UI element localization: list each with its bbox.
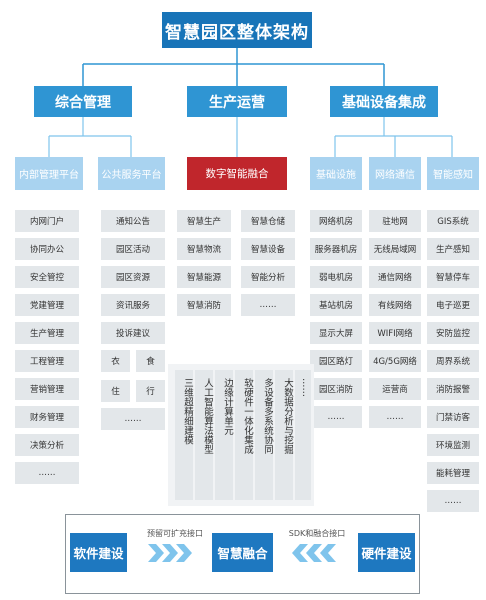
level1-production-operations: 生产运营 bbox=[187, 86, 287, 117]
list-item: 服务器机房 bbox=[310, 238, 362, 260]
list-item: 智能分析 bbox=[241, 266, 295, 288]
list-item: 园区消防 bbox=[310, 378, 362, 400]
list-item: 行 bbox=[136, 380, 165, 402]
list-item: …… bbox=[427, 490, 479, 512]
list-item: 通信网络 bbox=[369, 266, 421, 288]
list-item: 4G/5G网络 bbox=[369, 350, 421, 372]
list-item: 智慧设备 bbox=[241, 238, 295, 260]
list-item: 决策分析 bbox=[15, 434, 79, 456]
level2-public-service-platform: 公共服务平台 bbox=[98, 157, 165, 190]
capability-column: 三维超精细建模 bbox=[175, 370, 193, 500]
list-item: 营销管理 bbox=[15, 378, 79, 400]
list-item: …… bbox=[241, 294, 295, 316]
list-item: 园区路灯 bbox=[310, 350, 362, 372]
list-item: 门禁访客 bbox=[427, 406, 479, 428]
list-item: 周界系统 bbox=[427, 350, 479, 372]
list-item: 智慧停车 bbox=[427, 266, 479, 288]
list-item: 能耗管理 bbox=[427, 462, 479, 484]
list-item: 电子巡更 bbox=[427, 294, 479, 316]
list-item: 协同办公 bbox=[15, 238, 79, 260]
list-item: 基站机房 bbox=[310, 294, 362, 316]
list-item: 智慧物流 bbox=[177, 238, 231, 260]
chevron-right-icon bbox=[148, 544, 192, 562]
capability-column: 大数据分析与挖掘 bbox=[275, 370, 293, 500]
list-item: 消防报警 bbox=[427, 378, 479, 400]
list-item: 无线局域网 bbox=[369, 238, 421, 260]
list-item: 通知公告 bbox=[101, 210, 165, 232]
level1-comprehensive-management: 综合管理 bbox=[34, 86, 132, 117]
list-item: 食 bbox=[136, 350, 165, 372]
level2-infrastructure: 基础设施 bbox=[310, 157, 362, 190]
list-item: 网络机房 bbox=[310, 210, 362, 232]
list-item: 财务管理 bbox=[15, 406, 79, 428]
list-item: …… bbox=[15, 462, 79, 484]
list-item: …… bbox=[101, 408, 165, 430]
list-item: …… bbox=[369, 406, 421, 428]
capability-column: 人工智能算法模型 bbox=[195, 370, 213, 500]
smart-fusion: 智慧融合 bbox=[212, 533, 273, 572]
list-item: 智慧仓储 bbox=[241, 210, 295, 232]
list-item: GIS系统 bbox=[427, 210, 479, 232]
list-item: 显示大屏 bbox=[310, 322, 362, 344]
list-item: 智慧消防 bbox=[177, 294, 231, 316]
list-item: 党建管理 bbox=[15, 294, 79, 316]
software-construction: 软件建设 bbox=[70, 533, 127, 572]
list-item: 有线网络 bbox=[369, 294, 421, 316]
list-item: 园区资源 bbox=[101, 266, 165, 288]
capability-column: 多设备多系统协同 bbox=[255, 370, 273, 500]
list-item: 生产感知 bbox=[427, 238, 479, 260]
list-item: 智慧生产 bbox=[177, 210, 231, 232]
list-item: 衣 bbox=[101, 350, 130, 372]
list-item: 工程管理 bbox=[15, 350, 79, 372]
list-item: 生产管理 bbox=[15, 322, 79, 344]
list-item: 安全管控 bbox=[15, 266, 79, 288]
list-item: WIFI网络 bbox=[369, 322, 421, 344]
list-item: 资讯服务 bbox=[101, 294, 165, 316]
list-item: 投诉建议 bbox=[101, 322, 165, 344]
list-item: 园区活动 bbox=[101, 238, 165, 260]
capability-column: 边缘计算单元 bbox=[215, 370, 233, 500]
hardware-construction: 硬件建设 bbox=[358, 533, 415, 572]
list-item: 安防监控 bbox=[427, 322, 479, 344]
list-item: 内网门户 bbox=[15, 210, 79, 232]
sdk-interface-label: SDK和融合接口 bbox=[288, 529, 346, 538]
level2-internal-platform: 内部管理平台 bbox=[15, 157, 83, 190]
level2-network-communication: 网络通信 bbox=[369, 157, 421, 190]
list-item: 弱电机房 bbox=[310, 266, 362, 288]
capability-column: 软硬件一体化集成 bbox=[235, 370, 253, 500]
list-item: 环境监测 bbox=[427, 434, 479, 456]
level1-infrastructure-integration: 基础设备集成 bbox=[330, 86, 438, 117]
level2-smart-sensing: 智能感知 bbox=[427, 157, 479, 190]
list-item: …… bbox=[310, 406, 362, 428]
capability-column: …… bbox=[295, 370, 311, 500]
list-item: 驻地网 bbox=[369, 210, 421, 232]
chevron-left-icon bbox=[292, 544, 336, 562]
level2-digital-fusion: 数字智能融合 bbox=[187, 157, 287, 190]
list-item: 智慧能源 bbox=[177, 266, 231, 288]
top-title: 智慧园区整体架构 bbox=[162, 12, 312, 48]
reserved-interface-label: 预留可扩充接口 bbox=[147, 529, 203, 538]
list-item: 住 bbox=[101, 380, 130, 402]
list-item: 运营商 bbox=[369, 378, 421, 400]
